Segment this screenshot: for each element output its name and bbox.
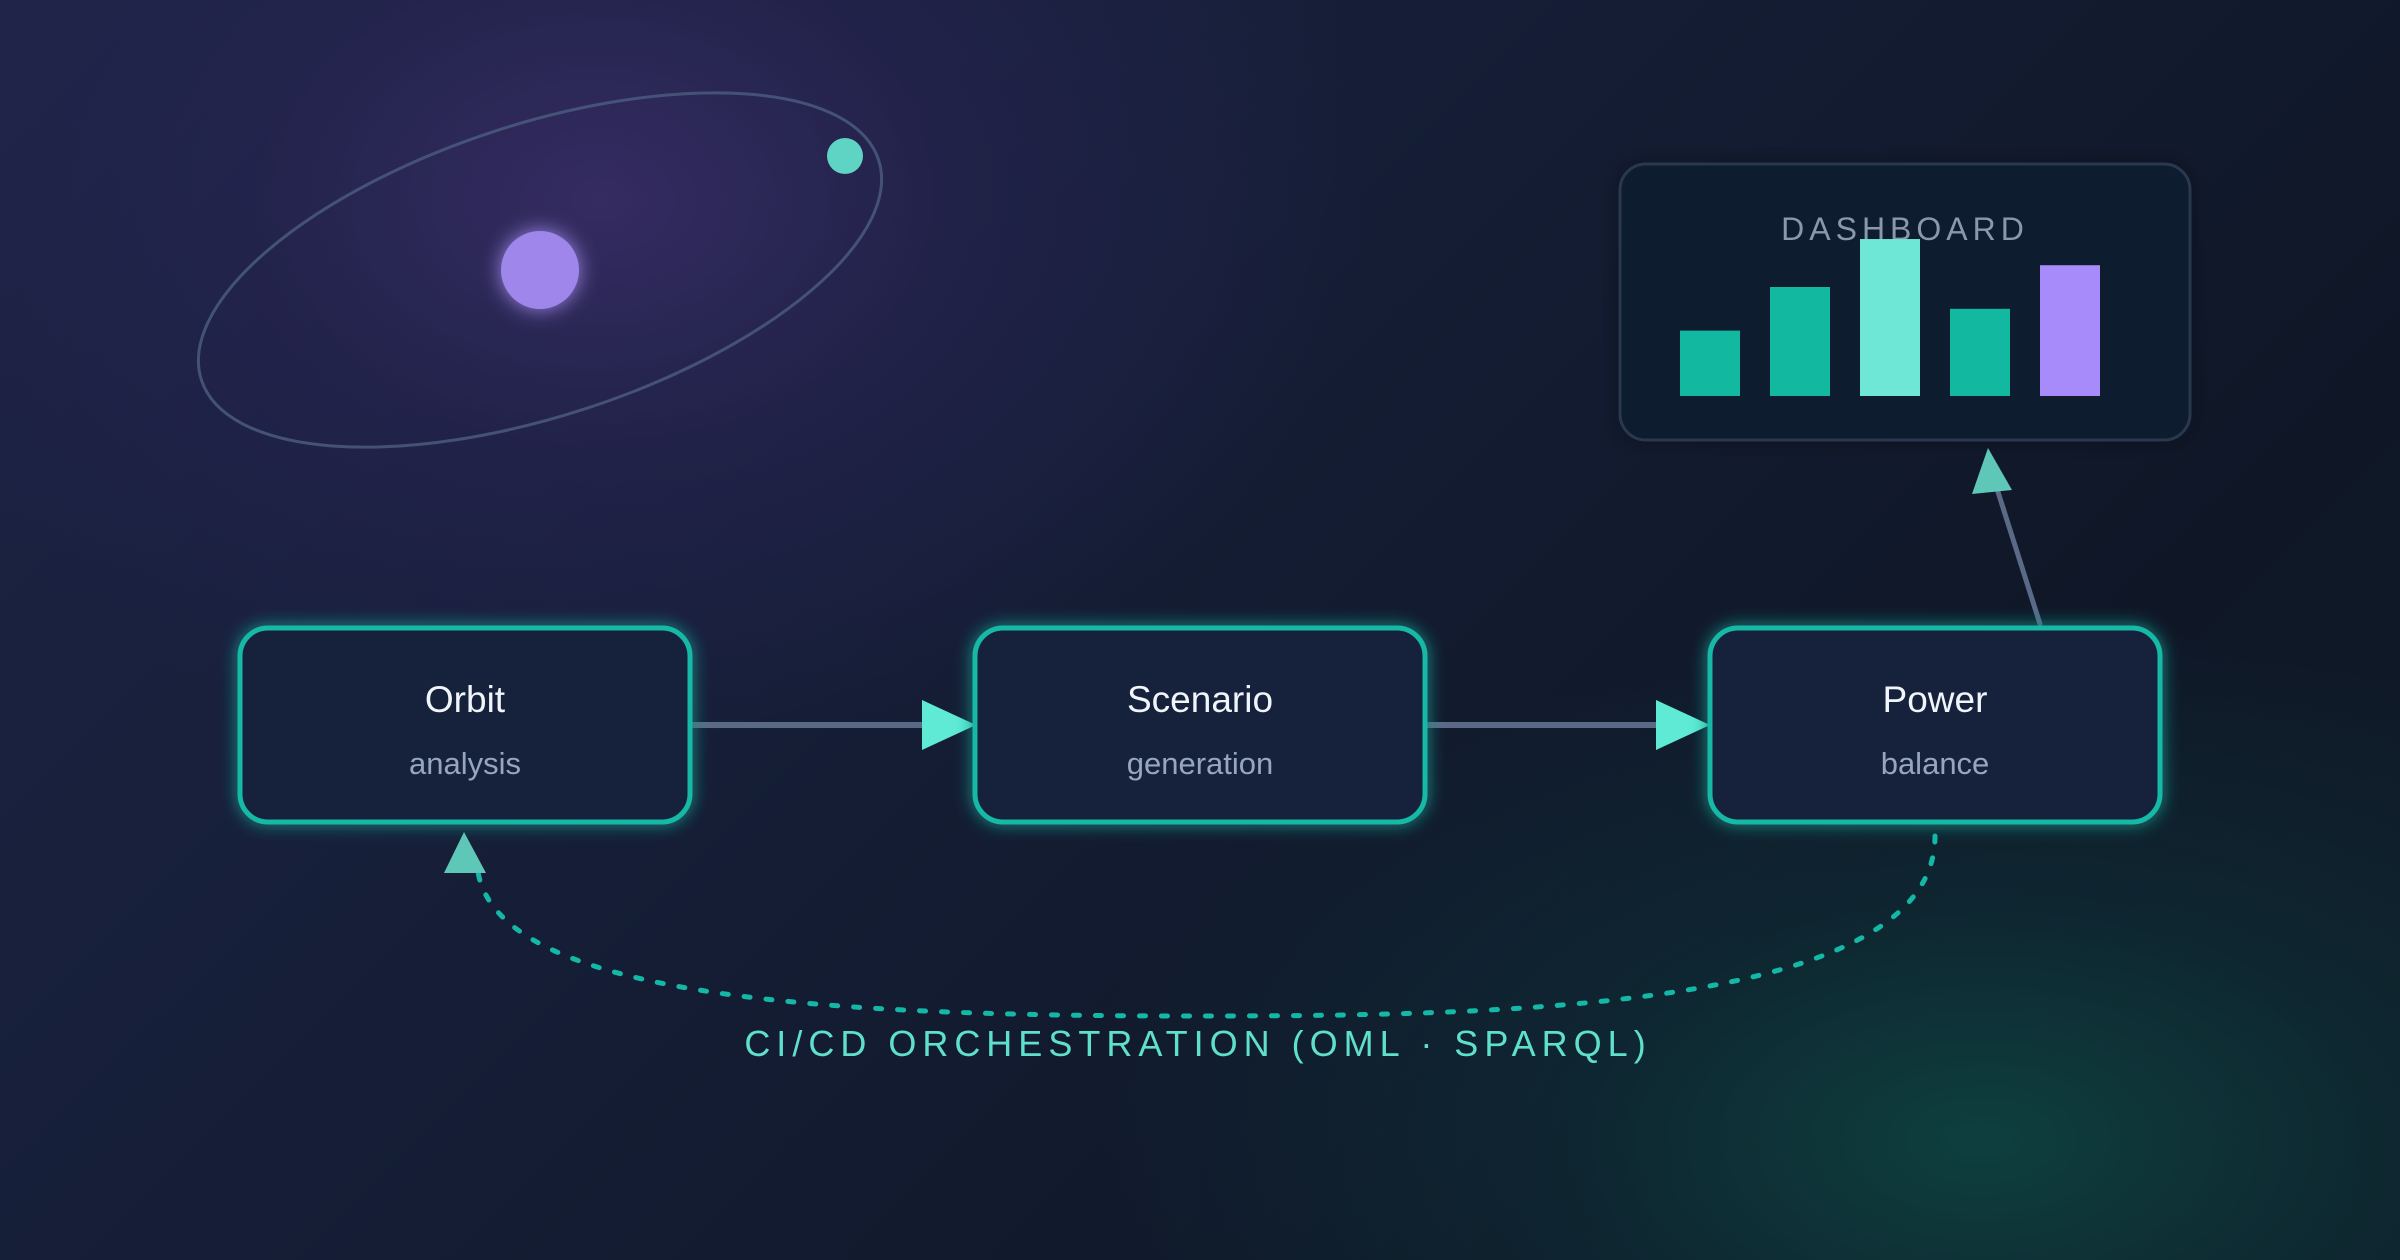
node-subtitle: generation [1127, 746, 1274, 781]
dashboard-bar [1950, 308, 2010, 396]
node-title: Power [1883, 679, 1988, 720]
node-orbit[interactable]: Orbit analysis [237, 625, 693, 825]
node-power[interactable]: Power balance [1707, 625, 2163, 825]
dashboard-bar [1680, 330, 1740, 396]
node-subtitle: analysis [409, 746, 521, 781]
dashboard-bars [1680, 239, 2100, 396]
node-scenario[interactable]: Scenario generation [972, 625, 1428, 825]
dashboard-bar [2040, 265, 2100, 396]
satellite-icon [827, 138, 863, 174]
ci-cd-feedback-loop: CI/CD ORCHESTRATION (OML · SPARQL) [444, 832, 1938, 1064]
arrow-right-icon [1656, 700, 1710, 750]
connector-scenario-power [1426, 700, 1710, 750]
dashboard-bar [1860, 239, 1920, 396]
node-title: Scenario [1127, 679, 1273, 720]
dashboard-panel: DASHBOARD [1618, 162, 2192, 442]
orbit-path [196, 91, 884, 449]
loop-label: CI/CD ORCHESTRATION (OML · SPARQL) [744, 1023, 1651, 1064]
dashboard-bar [1770, 287, 1830, 396]
orbit-illustration [196, 91, 884, 449]
arrow-right-icon [922, 700, 976, 750]
planet-icon [501, 231, 579, 309]
node-subtitle: balance [1881, 746, 1990, 781]
arrow-up-icon [1972, 448, 2012, 494]
arrow-up-icon [444, 832, 486, 873]
feedback-dotted-path [475, 833, 1938, 1019]
connector-orbit-scenario [692, 700, 976, 750]
node-title: Orbit [425, 679, 506, 720]
arrow-power-to-dashboard [1972, 448, 2043, 627]
